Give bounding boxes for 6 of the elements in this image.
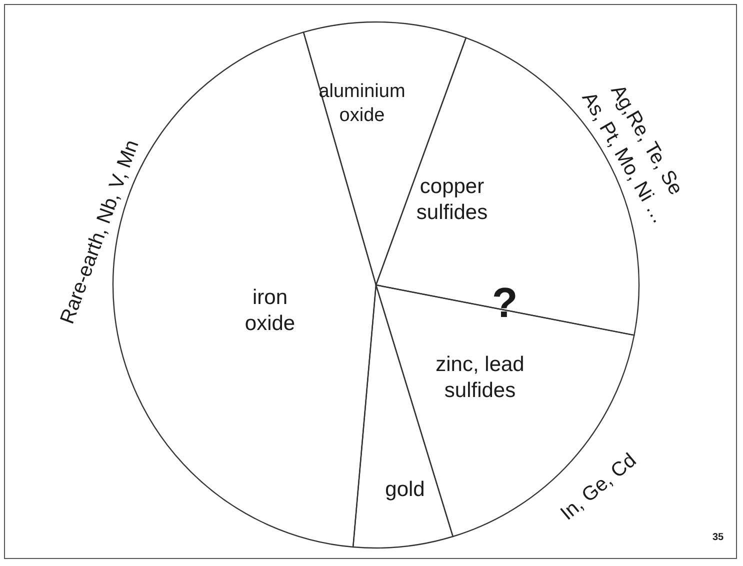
sector-label: copper sulfides: [415, 174, 489, 226]
sector-label: gold: [384, 477, 426, 503]
element-note: In, Ge, Cd: [556, 449, 640, 525]
sector-label: iron oxide: [244, 285, 296, 337]
page-number: 35: [712, 533, 724, 543]
sector-label: zinc, lead sulfides: [434, 352, 526, 404]
